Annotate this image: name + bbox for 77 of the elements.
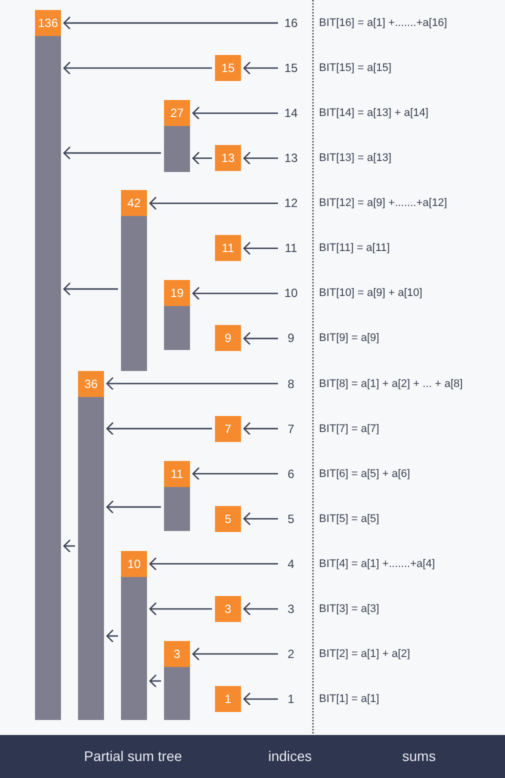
arrow	[243, 422, 278, 436]
sum-formula: BIT[13] = a[13]	[319, 151, 392, 166]
index-number: 9	[281, 330, 301, 346]
index-number: 6	[281, 466, 301, 482]
arrow	[63, 539, 75, 553]
sum-formula: BIT[12] = a[9] +.......+a[12]	[319, 196, 448, 210]
sum-box: 5	[215, 506, 241, 532]
index-number: 3	[281, 600, 301, 617]
partial-sum-bar: 3	[164, 640, 190, 720]
arrow	[192, 647, 278, 661]
partial-sum-bar: 27	[164, 100, 190, 172]
sum-box: 13	[215, 145, 241, 172]
arrow	[63, 16, 278, 30]
arrow	[149, 602, 212, 616]
arrow	[243, 692, 278, 706]
arrow	[149, 557, 278, 571]
column-heading: Partial sum tree	[84, 748, 182, 765]
index-number: 2	[281, 646, 301, 662]
sum-box: 11	[215, 235, 241, 262]
column-heading: indices	[268, 748, 312, 765]
sum-formula: BIT[2] = a[1] + a[2]	[319, 646, 410, 661]
sum-formula: BIT[15] = a[15]	[319, 61, 392, 76]
sum-box: 1	[215, 686, 241, 712]
sum-formula: BIT[3] = a[3]	[319, 602, 380, 616]
sum-box: 3	[215, 596, 241, 622]
sum-formula: BIT[11] = a[11]	[319, 241, 390, 256]
arrow	[106, 500, 161, 514]
arrow	[243, 61, 278, 75]
arrow	[243, 332, 278, 346]
index-number: 15	[281, 60, 301, 76]
sum-formula: BIT[4] = a[1] +.......+a[4]	[319, 556, 435, 571]
partial-sum-bar: 10	[121, 550, 147, 720]
sum-formula: BIT[9] = a[9]	[319, 331, 380, 346]
arrow	[243, 242, 278, 256]
sum-formula: BIT[1] = a[1]	[319, 692, 380, 706]
sum-formula: BIT[7] = a[7]	[319, 422, 380, 436]
partial-sum-bar: 136	[35, 10, 61, 720]
sum-formula: BIT[14] = a[13] + a[14]	[319, 106, 428, 120]
column-heading: sums	[402, 748, 436, 765]
partial-sum-bar: 42	[121, 190, 147, 371]
index-number: 10	[281, 285, 301, 302]
partial-sum-bar: 11	[164, 460, 190, 531]
arrow	[106, 376, 278, 390]
index-number: 14	[281, 105, 301, 122]
arrow	[192, 106, 278, 120]
index-number: 12	[281, 195, 301, 212]
arrow	[106, 629, 118, 643]
sum-formula: BIT[6] = a[5] + a[6]	[319, 466, 410, 481]
arrow	[63, 61, 212, 75]
sum-formula: BIT[8] = a[1] + a[2] + ... + a[8]	[319, 376, 463, 391]
partial-sum-bar: 36	[78, 370, 104, 720]
sum-formula: BIT[16] = a[1] +.......+a[16]	[319, 16, 448, 30]
index-number: 13	[281, 150, 301, 166]
index-number: 1	[281, 691, 301, 708]
index-number: 5	[281, 510, 301, 527]
index-number: 7	[281, 420, 301, 437]
index-number: 16	[281, 15, 301, 31]
arrow	[192, 152, 212, 165]
arrow	[192, 286, 278, 300]
arrow	[243, 152, 278, 165]
arrow	[149, 674, 161, 688]
arrow	[63, 146, 161, 160]
partial-sum-bar: 19	[164, 280, 190, 350]
index-number: 11	[281, 240, 301, 256]
arrow	[243, 512, 278, 526]
arrow	[63, 282, 118, 296]
sum-box: 9	[215, 325, 241, 352]
index-number: 8	[281, 376, 301, 392]
sum-box: 15	[215, 55, 241, 82]
arrow	[106, 422, 212, 436]
sum-formula: BIT[5] = a[5]	[319, 512, 380, 526]
index-number: 4	[281, 556, 301, 572]
arrow	[243, 602, 278, 616]
sum-box: 7	[215, 416, 241, 442]
sum-formula: BIT[10] = a[9] + a[10]	[319, 286, 422, 300]
arrow	[149, 196, 278, 210]
arrow	[192, 467, 278, 480]
